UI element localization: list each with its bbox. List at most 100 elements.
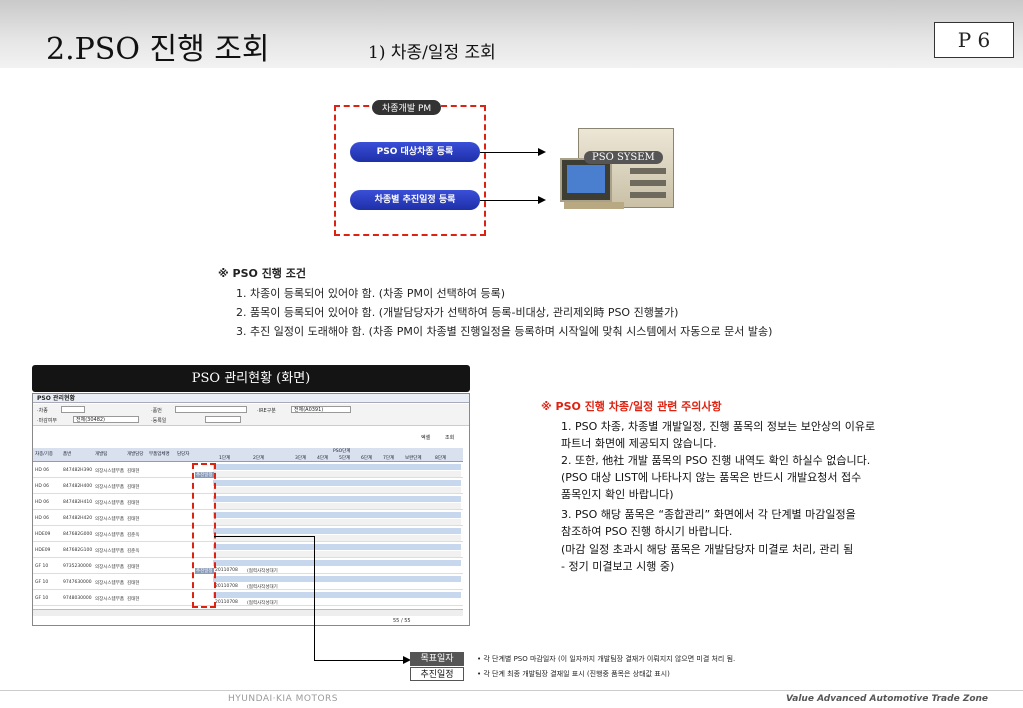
table-row[interactable]: HD 06 847482H390 의장시스템부품 김태현 bbox=[33, 463, 463, 478]
page-title: 2.PSO 진행 조회 bbox=[46, 32, 270, 67]
col-owner: 개발담당 bbox=[127, 452, 144, 457]
row-part: 847482H400 bbox=[63, 484, 93, 489]
row-car: HD 06 bbox=[35, 484, 50, 489]
table-row[interactable]: GF 10 9748030000 의장시스템부품 김태현 20110708 (협… bbox=[33, 591, 463, 606]
register-target-car-step: PSO 대상차종 등록 bbox=[350, 142, 480, 162]
row-stage-bar bbox=[213, 576, 461, 582]
row-stage-bar bbox=[213, 464, 461, 470]
target-date-tag: 목표일자 bbox=[410, 652, 464, 666]
row-part: 9747630000 bbox=[63, 580, 92, 585]
pm-dashed-box bbox=[334, 105, 486, 236]
row-part: 847482H390 bbox=[63, 468, 93, 473]
col-part: 품번 bbox=[63, 452, 72, 457]
row-car: HD 06 bbox=[35, 500, 50, 505]
connector-horizontal bbox=[214, 536, 314, 537]
row-team: 의장시스템부품 bbox=[95, 533, 124, 538]
row-date: 20110708 bbox=[215, 600, 238, 605]
row-stage-bar-2 bbox=[213, 471, 461, 477]
car-filter-input[interactable] bbox=[61, 406, 85, 413]
row-stage-bar-2 bbox=[213, 551, 461, 557]
row-car: GF 10 bbox=[35, 580, 49, 585]
row-part: 9735230000 bbox=[63, 564, 92, 569]
table-row[interactable]: HD 06 847482H420 의장시스템부품 김태현 bbox=[33, 511, 463, 526]
notice-line: 3. PSO 해당 품목은 “종합관리” 화면에서 각 단계별 마감일정을 bbox=[561, 508, 856, 521]
notice-title: ※ PSO 진행 차종/일정 관련 주의사항 bbox=[541, 400, 722, 413]
status-filter-select[interactable]: 전체(30482) bbox=[73, 416, 139, 423]
table-row[interactable]: HD 06 847482H410 의장시스템부품 김태현 bbox=[33, 495, 463, 510]
footer-divider bbox=[0, 690, 1023, 691]
arrow-2-line bbox=[480, 200, 538, 201]
row-stage-bar bbox=[213, 512, 461, 518]
row-stage-bar bbox=[213, 592, 461, 598]
footer-tagline: Value Advanced Automotive Trade Zone bbox=[786, 694, 989, 704]
col-team: 개발팀 bbox=[95, 452, 108, 457]
row-team: 의장시스템부품 bbox=[95, 485, 124, 490]
row-car: HD 06 bbox=[35, 468, 50, 473]
arrow-1-line bbox=[480, 152, 538, 153]
notice-line: 2. 또한, 他社 개발 품목의 PSO 진행 내역도 확인 하실수 없습니다. bbox=[561, 454, 871, 467]
type-filter-select[interactable]: 전체(A0391) bbox=[291, 406, 351, 413]
row-team: 의장시스템부품 bbox=[95, 469, 124, 474]
status-filter-label: ·마감여부 bbox=[37, 418, 57, 424]
part-filter-input[interactable] bbox=[175, 406, 247, 413]
row-stage-bar-2 bbox=[213, 519, 461, 525]
notice-line: (PSO 대상 LIST에 나타나지 않는 품목은 반드시 개발요청서 접수 bbox=[561, 471, 862, 484]
stage-6: 6단계 bbox=[361, 456, 373, 461]
row-note: (협력사작성대기 bbox=[247, 585, 278, 590]
connector-vertical bbox=[314, 536, 315, 660]
row-owner: 김태현 bbox=[127, 501, 140, 506]
row-part: 847482H410 bbox=[63, 500, 93, 505]
notice-line: - 정기 미결보고 시행 중) bbox=[561, 560, 675, 573]
row-car: HD 06 bbox=[35, 516, 50, 521]
table-row[interactable]: GF 10 9747630000 의장시스템부품 김태현 20110708 (협… bbox=[33, 575, 463, 590]
part-filter-label: ·품번 bbox=[151, 408, 162, 414]
row-team: 의장시스템부품 bbox=[95, 517, 124, 522]
pso-status-screenshot: PSO 관리현황 ·차종 ·마감여부 전체(30482) ·품번 ·등록일 ·I… bbox=[32, 393, 470, 626]
horizontal-scrollbar[interactable] bbox=[33, 609, 463, 616]
condition-2: 2. 품목이 등록되어 있어야 함. (개발담당자가 선택하여 등록-비대상, … bbox=[236, 306, 679, 319]
row-schedule-tag: 추진일정 bbox=[195, 568, 214, 574]
row-stage-bar-2 bbox=[213, 487, 461, 493]
page-subtitle: 1) 차종/일정 조회 bbox=[368, 43, 496, 63]
server-icon bbox=[560, 128, 680, 210]
stage-5: 5단계 bbox=[339, 456, 351, 461]
row-stage-bar bbox=[213, 544, 461, 550]
grid-header: 차종/기종 품번 개발팀 개발담당 부품업체명 담당자 PSO단계 1단계 2단… bbox=[33, 448, 463, 462]
date-filter-input[interactable] bbox=[205, 416, 241, 423]
table-row[interactable]: HDE09 847682G100 의장시스템부품 김준옥 bbox=[33, 543, 463, 558]
progress-schedule-tag: 추진일정 bbox=[410, 667, 464, 681]
stage-1: 1단계 bbox=[219, 456, 231, 461]
connector-head-icon bbox=[403, 656, 411, 664]
stage-8: 8단계 bbox=[435, 456, 447, 461]
stage-3: 3단계 bbox=[295, 456, 307, 461]
col-car: 차종/기종 bbox=[35, 452, 54, 457]
row-part: 847682G000 bbox=[63, 532, 93, 537]
excel-button[interactable]: 엑셀 bbox=[421, 435, 431, 441]
row-car: HDE09 bbox=[35, 548, 51, 553]
row-stage-bar bbox=[213, 496, 461, 502]
row-team: 의장시스템부품 bbox=[95, 597, 124, 602]
pager[interactable]: 55 / 55 bbox=[393, 618, 411, 624]
row-stage-bar bbox=[213, 560, 461, 566]
row-team: 의장시스템부품 bbox=[95, 501, 124, 506]
table-row[interactable]: HD 06 847482H400 의장시스템부품 김태현 bbox=[33, 479, 463, 494]
legend-text-1: • 각 단계별 PSO 마감일자 (이 일자까지 개발팀장 결재가 이뤄지지 않… bbox=[477, 655, 736, 663]
row-team: 의장시스템부품 bbox=[95, 565, 124, 570]
stage-supplement: 보완단계 bbox=[405, 456, 422, 461]
notice-line: 1. PSO 차종, 차종별 개발일정, 진행 품목의 정보는 보안상의 이유로 bbox=[561, 420, 876, 433]
row-team: 의장시스템부품 bbox=[95, 549, 124, 554]
condition-1: 1. 차종이 등록되어 있어야 함. (차종 PM이 선택하여 등록) bbox=[236, 287, 506, 300]
connector-to-legend bbox=[314, 660, 404, 661]
row-stage-bar-2 bbox=[213, 535, 461, 541]
row-note: (협력사작성대기 bbox=[247, 569, 278, 574]
schedule-column-highlight bbox=[192, 463, 216, 608]
row-owner: 김태현 bbox=[127, 469, 140, 474]
search-button[interactable]: 조회 bbox=[445, 435, 455, 441]
row-owner: 김태현 bbox=[127, 517, 140, 522]
conditions-title: ※ PSO 진행 조건 bbox=[218, 267, 306, 280]
table-row[interactable]: GF 10 9735230000 의장시스템부품 김태현 20110708 (협… bbox=[33, 559, 463, 574]
stage-2: 2단계 bbox=[253, 456, 265, 461]
row-team: 의장시스템부품 bbox=[95, 581, 124, 586]
header-bar bbox=[0, 0, 1023, 68]
table-row[interactable]: HDE09 847682G000 의장시스템부품 김준옥 bbox=[33, 527, 463, 542]
